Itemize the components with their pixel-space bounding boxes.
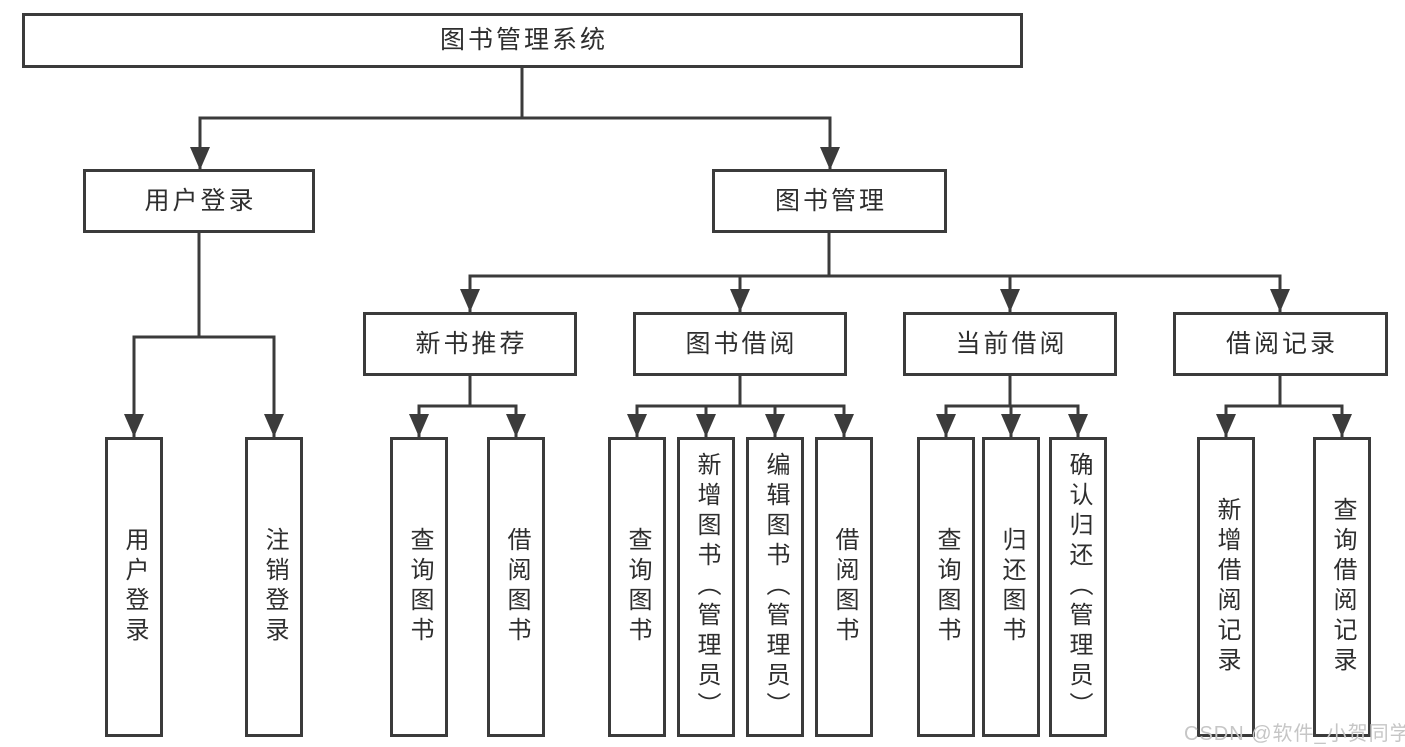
edge-borrowrecords-to-queryrecord [1278,376,1352,437]
node-root: 图书管理系统 [22,13,1023,68]
edge-borrowrecords-to-addrecord [1216,376,1282,437]
leaf-br-query-record: 查询借阅记录 [1313,437,1371,737]
node-borrow-records: 借阅记录 [1173,312,1388,376]
leaf-br-add-record: 新增借阅记录 [1197,437,1255,737]
edge-newbookrec-to-borrowbook [468,376,526,437]
edge-currentborrow-to-querybook [936,376,1012,437]
leaf-cb-query-book-label: 查询图书 [933,527,960,647]
node-current-borrow: 当前借阅 [903,312,1117,376]
edge-currentborrow-to-confirmreturn [1008,376,1088,437]
edge-root-to-book-mgmt [520,68,840,170]
leaf-bb-query-book: 查询图书 [608,437,666,737]
edge-bookmgmt-to-bookborrow [730,233,831,312]
node-current-borrow-label: 当前借阅 [955,329,1068,358]
node-new-book-recommend: 新书推荐 [363,312,577,376]
edge-bookmgmt-to-borrowrecords [827,233,1290,312]
node-new-book-recommend-label: 新书推荐 [415,329,528,358]
edge-newbookrec-to-querybook [409,376,472,437]
node-root-label: 图书管理系统 [439,26,608,54]
leaf-br-add-record-label: 新增借阅记录 [1213,497,1240,677]
node-user-login-label: 用户登录 [144,186,257,215]
node-user-login: 用户登录 [83,169,315,233]
leaf-user-login-label: 用户登录 [121,527,148,647]
leaf-bb-edit-book-label: 编辑图书（管理员） [762,452,789,722]
edge-userlogin-to-leaf-userlogin [124,233,201,437]
leaf-cb-confirm-return-label: 确认归还（管理员） [1065,452,1092,722]
leaf-cb-confirm-return: 确认归还（管理员） [1049,437,1107,737]
leaf-rec-borrow-book-label: 借阅图书 [503,527,530,647]
leaf-bb-add-book: 新增图书（管理员） [677,437,735,737]
edge-bookmgmt-to-newbookrec [460,233,831,312]
leaf-bb-query-book-label: 查询图书 [624,527,651,647]
edge-bookborrow-to-borrowbook [738,376,854,437]
csdn-watermark: CSDN @软件_小贺同学 [1184,723,1405,745]
leaf-rec-borrow-book: 借阅图书 [487,437,545,737]
leaf-br-query-record-label: 查询借阅记录 [1329,497,1356,677]
edge-bookmgmt-to-currentborrow [827,233,1020,312]
leaf-user-login: 用户登录 [105,437,163,737]
leaf-rec-query-book: 查询图书 [390,437,448,737]
node-book-management-label: 图书管理 [774,186,887,215]
node-borrow-records-label: 借阅记录 [1225,329,1338,358]
leaf-rec-query-book-label: 查询图书 [406,527,433,647]
leaf-logout: 注销登录 [245,437,303,737]
leaf-cb-query-book: 查询图书 [917,437,975,737]
leaf-logout-label: 注销登录 [261,527,288,647]
leaf-bb-add-book-label: 新增图书（管理员） [693,452,720,722]
node-book-borrow-label: 图书借阅 [685,329,798,358]
edge-root-to-user-login [190,68,524,170]
leaf-cb-return-book: 归还图书 [982,437,1040,737]
node-book-borrow: 图书借阅 [633,312,847,376]
edge-bookborrow-to-addbook [696,376,742,437]
leaf-bb-edit-book: 编辑图书（管理员） [746,437,804,737]
leaf-bb-borrow-book: 借阅图书 [815,437,873,737]
leaf-cb-return-book-label: 归还图书 [998,527,1025,647]
edge-userlogin-to-leaf-logout [197,233,284,437]
node-book-management: 图书管理 [712,169,947,233]
leaf-bb-borrow-book-label: 借阅图书 [831,527,858,647]
